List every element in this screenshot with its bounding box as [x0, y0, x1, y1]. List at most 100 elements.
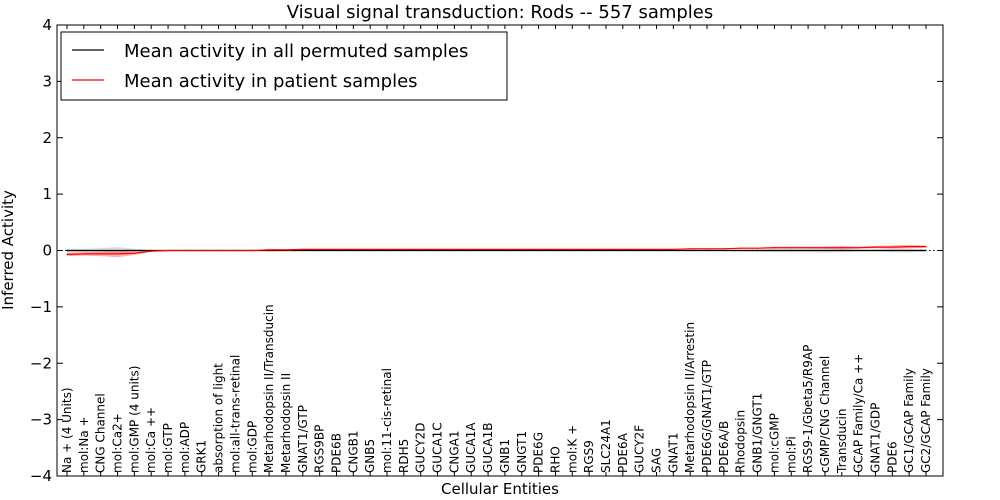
x-tick-label: GUCY2D — [414, 423, 428, 473]
data-point — [538, 248, 540, 250]
data-point — [655, 249, 658, 252]
y-tick-label: −1 — [30, 298, 52, 316]
data-point — [133, 249, 135, 252]
y-tick-label: −3 — [30, 411, 52, 429]
data-point — [689, 248, 691, 250]
data-point — [841, 249, 843, 252]
data-point — [554, 248, 557, 250]
data-point — [689, 249, 691, 252]
data-point — [116, 253, 119, 255]
data-point — [369, 249, 371, 252]
x-tick-label: PDE6B — [329, 433, 343, 473]
data-point — [167, 249, 169, 252]
y-axis-label: Inferred Activity — [0, 190, 17, 310]
x-tick-label: absorption of light — [212, 363, 226, 473]
x-tick-label: PDE6A/B — [717, 421, 731, 473]
x-tick-label: mol:GTP — [161, 423, 175, 473]
data-point — [841, 247, 843, 249]
data-point — [672, 249, 674, 252]
data-point — [335, 249, 338, 252]
data-point — [588, 248, 590, 250]
data-point — [83, 253, 85, 255]
data-point — [740, 247, 742, 249]
x-tick-label: cGMP/CNG Channel — [818, 356, 832, 473]
data-point — [605, 249, 607, 252]
data-point — [302, 249, 304, 252]
x-tick-label: GUCA1C — [431, 422, 445, 473]
x-tick-label: GUCA1A — [464, 422, 478, 473]
x-tick-label: GNB5 — [363, 439, 377, 473]
x-tick-label: PDE6A — [616, 432, 630, 473]
x-tick-label: mol:cGMP — [767, 413, 781, 473]
data-point — [925, 245, 927, 248]
data-point — [150, 250, 152, 252]
x-tick-label: Metarhodopsin II — [279, 373, 293, 473]
data-point — [706, 249, 708, 252]
x-tick-label: RGS9BP — [313, 425, 327, 473]
x-tick-label: Transducin — [835, 409, 849, 474]
data-point — [470, 248, 472, 250]
data-point — [639, 248, 641, 250]
data-point — [403, 248, 405, 250]
x-tick-label: mol:Na + — [77, 416, 91, 473]
data-point — [773, 249, 776, 252]
x-tick-label: GNGT1 — [515, 431, 529, 473]
data-point — [554, 249, 557, 252]
data-point — [319, 248, 321, 250]
data-point — [655, 248, 658, 250]
chart-title: Visual signal transduction: Rods -- 557 … — [287, 2, 714, 23]
y-tick-label: 0 — [42, 242, 52, 260]
x-tick-label: RHO — [548, 446, 562, 473]
y-tick-label: 1 — [42, 185, 52, 203]
x-tick-label: mol:GMP (4 units) — [127, 366, 141, 473]
data-point — [66, 249, 68, 252]
data-point — [521, 249, 523, 252]
legend-label-0: Mean activity in all permuted samples — [124, 41, 468, 62]
data-point — [858, 247, 860, 249]
legend-box — [60, 31, 508, 101]
legend-label-1: Mean activity in patient samples — [124, 71, 418, 92]
y-tick-label: 3 — [42, 72, 52, 90]
data-point — [571, 248, 573, 250]
data-point — [756, 247, 759, 249]
x-tick-label: mol:Ca ++ — [144, 407, 158, 473]
data-point — [234, 249, 237, 252]
x-tick-label: PDE6 — [885, 441, 899, 473]
data-point — [605, 248, 607, 250]
y-tick-label: 4 — [42, 16, 52, 34]
x-tick-label: CNG Channel — [94, 393, 108, 473]
data-point — [386, 249, 388, 252]
data-point — [83, 249, 85, 252]
data-point — [420, 248, 422, 250]
data-point — [773, 247, 776, 249]
data-point — [184, 249, 186, 252]
x-tick-label: Metarhodopsin II/Transducin — [262, 304, 276, 473]
data-point — [386, 248, 388, 250]
series-line-1 — [66, 246, 926, 255]
data-point — [504, 249, 506, 252]
data-point — [622, 248, 624, 250]
data-point — [201, 249, 203, 252]
x-tick-label: GC2/GCAP Family — [919, 368, 933, 473]
x-tick-label: GRK1 — [195, 440, 209, 473]
data-point — [453, 248, 455, 250]
data-point — [790, 249, 792, 252]
data-point — [352, 248, 354, 250]
plot-area-frame — [56, 24, 944, 477]
legend: Mean activity in all permuted samplesMea… — [60, 31, 508, 101]
x-tick-label: GCAP Family/Ca ++ — [852, 354, 866, 473]
data-point — [133, 252, 135, 254]
x-tick-label: GNAT1/GTP — [296, 405, 310, 473]
x-tick-label: GNB1/GNGT1 — [751, 393, 765, 473]
x-tick-label: GC1/GCAP Family — [902, 368, 916, 473]
data-point — [672, 248, 674, 250]
data-point — [487, 249, 489, 252]
data-point — [639, 249, 641, 252]
x-tick-label: PDE6G/GNAT1/GTP — [700, 360, 714, 473]
x-tick-label: mol:11-cis-retinal — [380, 368, 394, 473]
data-point — [908, 245, 910, 248]
data-point — [487, 248, 489, 250]
x-tick-label: mol:ADP — [178, 422, 192, 473]
data-point — [66, 253, 68, 256]
x-tick-label: Na + (4 Units) — [60, 387, 74, 473]
